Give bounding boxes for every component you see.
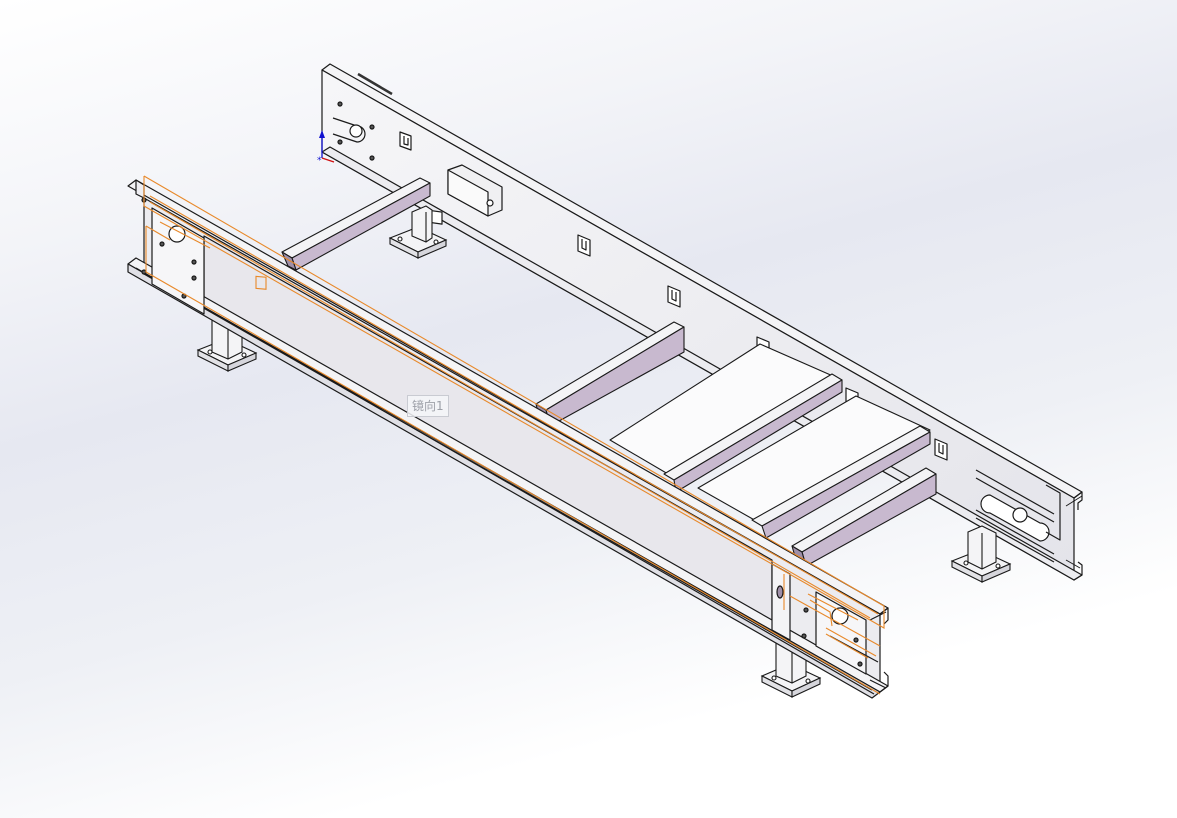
back-rail-end-profile <box>1073 491 1083 581</box>
crossbars <box>281 177 937 567</box>
svg-text:*: * <box>317 156 322 166</box>
coordinate-origin-icon: * <box>317 130 335 166</box>
mirror-feature-preview <box>143 175 885 695</box>
mirror-feature-label: 镜向1 <box>412 399 444 413</box>
back-right-endplate <box>975 469 1061 563</box>
front-rail[interactable] <box>127 179 889 699</box>
deck-plate-2 <box>697 395 931 523</box>
back-legs <box>388 205 1012 583</box>
front-right-endplate <box>771 563 879 675</box>
front-left-endplate <box>141 197 205 315</box>
mirror-feature-tag[interactable]: 镜向1 <box>407 395 449 417</box>
